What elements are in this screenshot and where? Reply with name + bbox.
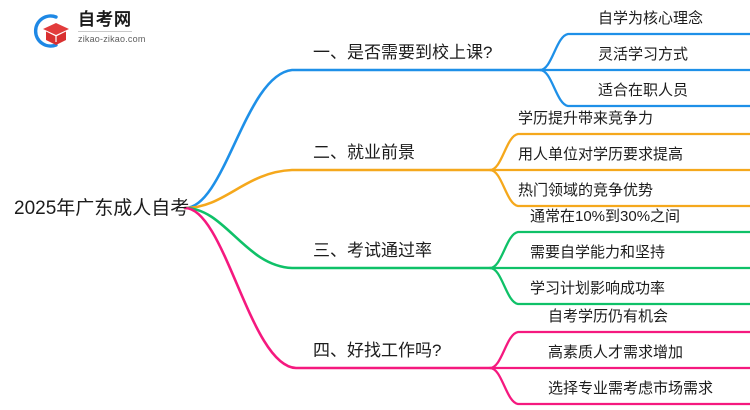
mindmap-root-node[interactable]: 2025年广东成人自考 bbox=[14, 198, 190, 219]
leaf-node-3-3[interactable]: 学习计划影响成功率 bbox=[530, 280, 666, 297]
branch-node-4[interactable]: 四、好找工作吗? bbox=[313, 341, 442, 360]
logo-title: 自考网 bbox=[78, 10, 132, 32]
site-logo: 自考网 zikao-zikao.com bbox=[30, 10, 180, 52]
leaf-node-2-2[interactable]: 用人单位对学历要求提高 bbox=[518, 146, 684, 163]
leaf-node-1-3[interactable]: 适合在职人员 bbox=[598, 82, 689, 99]
leaf-node-4-2[interactable]: 高素质人才需求增加 bbox=[548, 344, 684, 361]
branch-node-3[interactable]: 三、考试通过率 bbox=[313, 241, 432, 260]
leaf-node-1-2[interactable]: 灵活学习方式 bbox=[598, 46, 689, 63]
leaf-node-4-1[interactable]: 自考学历仍有机会 bbox=[548, 308, 669, 325]
graduation-cap-icon bbox=[30, 12, 72, 50]
leaf-node-3-1[interactable]: 通常在10%到30%之间 bbox=[530, 208, 681, 225]
leaf-node-2-1[interactable]: 学历提升带来竞争力 bbox=[518, 110, 654, 127]
leaf-node-2-3[interactable]: 热门领域的竞争优势 bbox=[518, 182, 654, 199]
leaf-node-1-1[interactable]: 自学为核心理念 bbox=[598, 10, 704, 27]
logo-wordmark: 自考网 zikao-zikao.com bbox=[78, 10, 178, 44]
branch-node-1[interactable]: 一、是否需要到校上课? bbox=[313, 43, 493, 62]
branch-wire-4 bbox=[183, 206, 750, 406]
leaf-node-3-2[interactable]: 需要自学能力和坚持 bbox=[530, 244, 666, 261]
logo-subtitle: zikao-zikao.com bbox=[78, 34, 146, 44]
leaf-node-4-3[interactable]: 选择专业需考虑市场需求 bbox=[548, 380, 714, 397]
branch-node-2[interactable]: 二、就业前景 bbox=[313, 143, 415, 162]
